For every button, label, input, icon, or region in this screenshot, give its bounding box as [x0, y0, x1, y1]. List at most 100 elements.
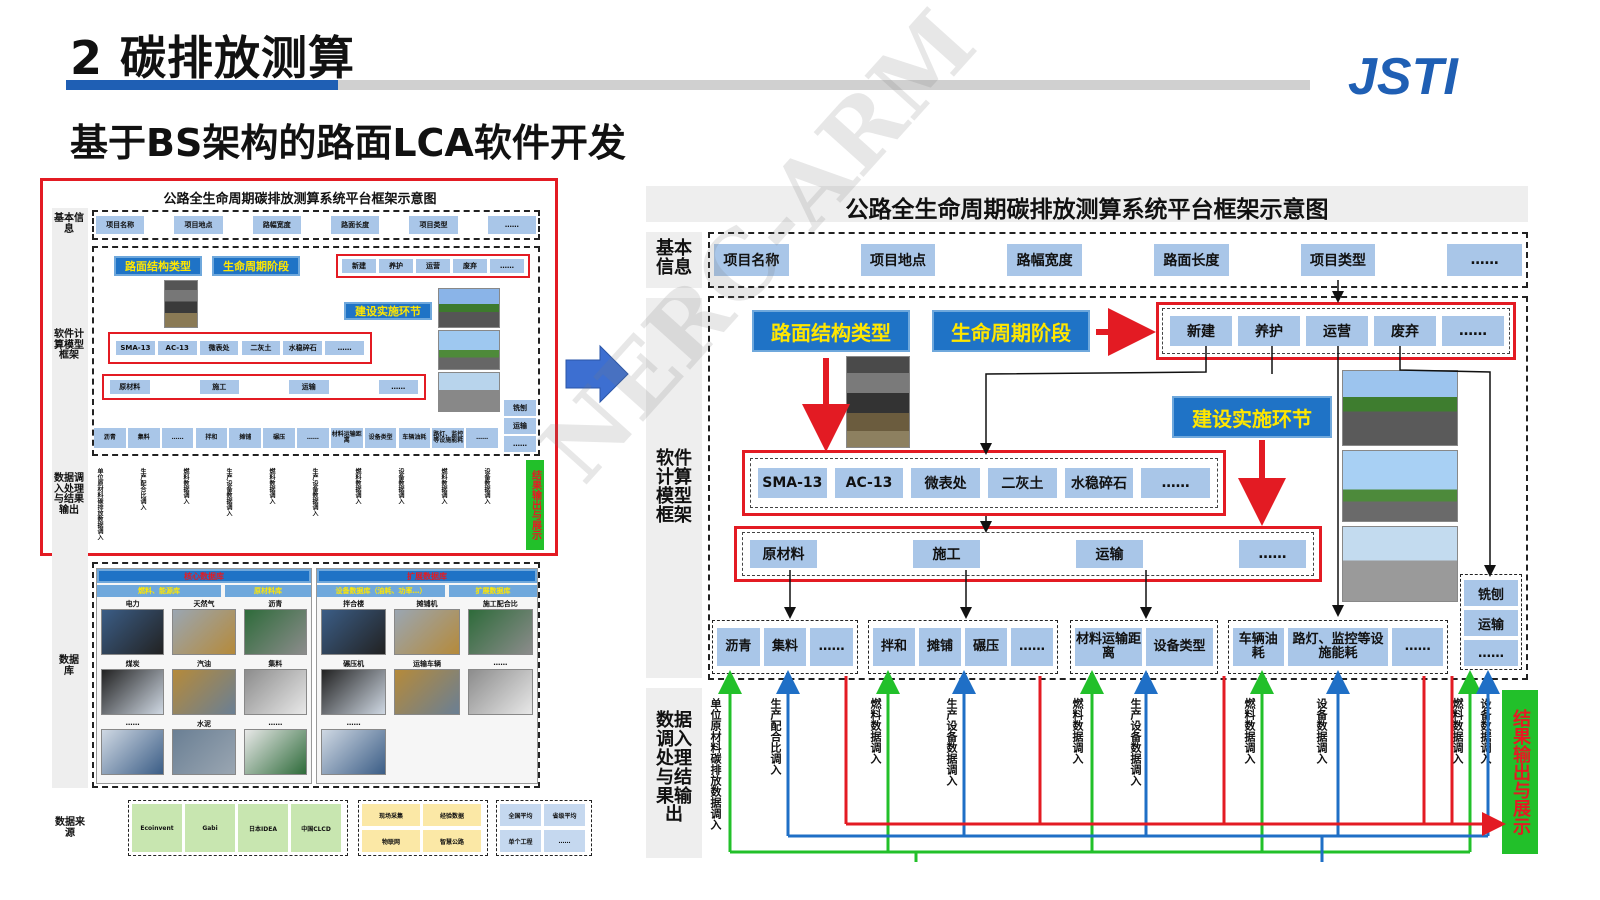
thumbnail-title: 公路全生命周期碳排放测算系统平台框架示意图 — [163, 192, 437, 207]
db-item-photo — [101, 609, 165, 655]
db-item-label: …… — [493, 659, 508, 667]
right-label-data: 数据调入处理与结果输出 — [656, 710, 692, 826]
db-item-label: 电力 — [125, 600, 140, 608]
thumb-ext-db-header: 扩展数据库 — [317, 569, 537, 583]
db-item-photo — [321, 609, 387, 655]
right-model-frame — [708, 296, 1528, 680]
basic-info-item: …… — [1447, 244, 1522, 276]
thumb-basic-row — [92, 210, 540, 240]
thumb-process-item: 原材料 — [110, 380, 150, 394]
right-lifecycle-items: 新建养护运营废弃…… — [1170, 316, 1504, 346]
right-diagram-title: 公路全生命周期碳排放测算系统平台框架示意图 — [845, 197, 1329, 223]
data-input-label: 设备数据调入 — [1479, 698, 1492, 764]
lifecycle-item: 新建 — [1170, 316, 1232, 346]
thumb-label-data: 数据调入处理与结果输出 — [54, 473, 84, 516]
db-item-photo — [243, 609, 307, 655]
db-item-photo — [467, 669, 533, 715]
thumb-process-item: 施工 — [199, 380, 239, 394]
thumb-source-item: 物联网 — [362, 830, 420, 852]
right-process-items: 原材料施工运输…… — [750, 540, 1306, 568]
db-item-photo — [172, 609, 236, 655]
thumb-data-label: 生产配合比调入 — [139, 468, 146, 510]
data-input-label: 单位原材料碳排放数据调入 — [709, 698, 722, 830]
thumb-side-item: 运输 — [504, 418, 536, 434]
db-item-photo — [172, 729, 236, 775]
thumb-detail-item: 材料运输距离 — [330, 428, 363, 448]
detail-item: 拌和 — [873, 628, 915, 666]
db-item-label: 沥青 — [268, 600, 283, 608]
thumb-lifecycle-item: …… — [490, 259, 524, 273]
thumb-data-label: 燃料数据调入 — [182, 468, 189, 504]
thumb-core-db-sub1: 燃料、能源库 — [97, 585, 221, 597]
basic-info-item: 项目名称 — [714, 244, 789, 276]
db-item-photo — [243, 669, 307, 715]
detail-item: 车辆油耗 — [1233, 628, 1284, 666]
structure-item: 二灰土 — [988, 468, 1057, 498]
thumb-lifecycle-item: 废弃 — [453, 259, 487, 273]
right-lifecycle-dash — [1162, 308, 1510, 354]
right-result-output: 结果输出与展示 — [1502, 690, 1538, 854]
right-data-labels: 单位原材料碳排放数据调入生产配合比调入燃料数据调入生产设备数据调入燃料数据调入生… — [708, 690, 1498, 858]
thumb-data-label: 燃料数据调入 — [440, 468, 447, 504]
thumb-detail-item: 沥青 — [94, 428, 126, 448]
thumb-detail-item: 车辆油耗 — [398, 428, 431, 448]
detail-item: 集料 — [763, 628, 807, 666]
thumb-data-label: 设备数据调入 — [397, 468, 404, 504]
detail-item: 摊铺 — [919, 628, 961, 666]
detail-item: …… — [1011, 628, 1053, 666]
thumb-source-item: Gabi — [185, 804, 235, 852]
thumb-source-item: 全国平均 — [500, 804, 541, 826]
thumb-detail-item: …… — [466, 428, 498, 448]
db-item-label: 水泥 — [196, 720, 211, 728]
right-title-band — [646, 186, 1528, 222]
thumb-detail-item: 设备类型 — [364, 428, 397, 448]
thumb-process-box — [102, 374, 426, 400]
thumb-source-item: 现场采集 — [362, 804, 420, 826]
thumb-side-item: 铣刨 — [504, 400, 536, 416]
thumb-lifecycle-stage: 生命周期阶段 — [212, 256, 300, 276]
structure-item: …… — [1141, 468, 1210, 498]
right-label-model: 软件计算模型框架 — [656, 448, 692, 526]
pavement-core-image — [846, 356, 910, 448]
thumb-data-label: 燃料数据调入 — [354, 468, 361, 504]
thumb-ext-db-sub1: 设备数据库（油耗、功率…） — [317, 585, 445, 597]
right-lifecycle-box — [1156, 302, 1516, 360]
thumb-source-frame — [496, 800, 592, 856]
thumb-source-item: 日本IDEA — [238, 804, 288, 852]
structure-item: 微表处 — [911, 468, 980, 498]
right-process-box — [734, 526, 1322, 582]
thumb-basic-item: 路面长度 — [331, 216, 380, 234]
data-input-label: 燃料数据调入 — [1071, 698, 1084, 764]
thumb-construction-link: 建设实施环节 — [344, 302, 432, 320]
thumb-structure-item: 二灰土 — [241, 341, 281, 355]
logo-text: JSTI — [1348, 48, 1459, 106]
right-label-band-data — [646, 688, 702, 858]
thumb-detail-item: 拌和 — [195, 428, 228, 448]
db-item-photo — [101, 729, 165, 775]
thumb-data-label: 设备数据调入 — [483, 468, 490, 504]
thumb-source-item: 智慧公路 — [423, 830, 481, 852]
right-construction-link: 建设实施环节 — [1172, 396, 1332, 438]
title-bar-rule — [338, 80, 1310, 90]
data-input-label: 燃料数据调入 — [869, 698, 882, 764]
db-item-label: 施工配合比 — [482, 600, 518, 608]
thumb-label-source: 数据来源 — [55, 817, 85, 839]
slide-subtitle: 基于BS架构的路面LCA软件开发 — [70, 121, 626, 165]
data-input-label: 生产设备数据调入 — [1129, 698, 1142, 786]
db-item-label: 天然气 — [193, 600, 215, 608]
detail-item: 材料运输距离 — [1075, 628, 1142, 666]
db-item-label: 运输车辆 — [412, 660, 441, 668]
right-basic-row — [708, 232, 1528, 288]
lifecycle-item: 养护 — [1238, 316, 1300, 346]
thumb-data-labels: 单位原材料碳排放数据调入生产配合比调入燃料数据调入生产设备数据调入燃料数据调入生… — [92, 464, 522, 550]
process-item: …… — [1239, 540, 1306, 568]
db-item-label: 拌合楼 — [343, 600, 365, 608]
right-basic-items: 项目名称项目地点路幅宽度路面长度项目类型…… — [714, 244, 1522, 276]
side-item: 铣刨 — [1464, 580, 1518, 606]
detail-item: …… — [1392, 628, 1443, 666]
thumb-label-basic: 基本信息 — [54, 213, 84, 235]
db-item-label: …… — [268, 719, 283, 727]
thumb-data-label: 单位原材料碳排放数据调入 — [96, 468, 103, 540]
thumb-source-frame — [358, 800, 488, 856]
